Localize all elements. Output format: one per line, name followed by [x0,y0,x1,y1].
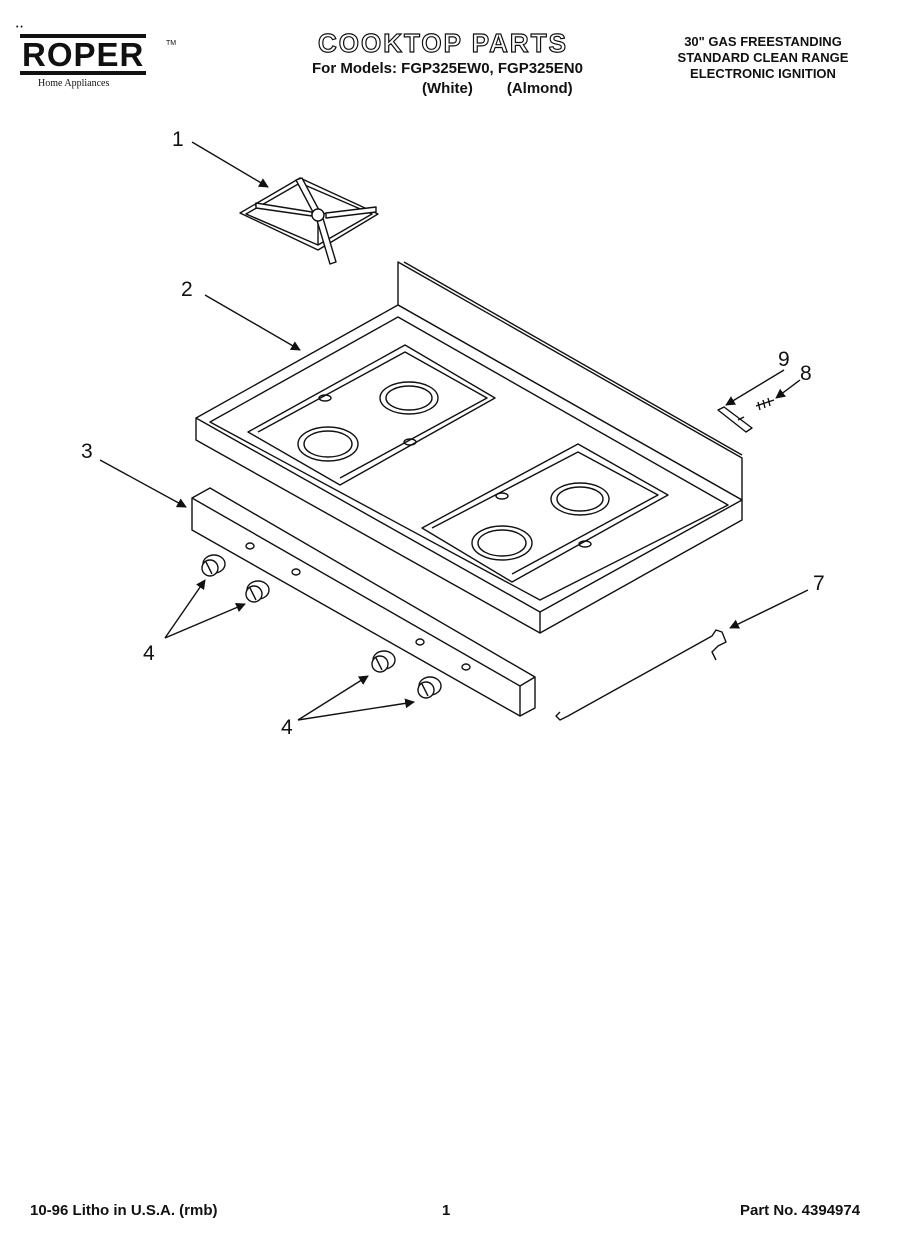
callout-2: 2 [181,278,193,301]
screw [755,397,775,411]
print-info: 10-96 Litho in U.S.A. (rmb) [30,1202,218,1219]
callout-7: 7 [813,572,825,595]
variant-almond: (Almond) [506,80,573,97]
range-description: 30" GAS FREESTANDING STANDARD CLEAN RANG… [663,34,863,82]
page-title: COOKTOP PARTS [317,27,568,58]
burner-grate [239,177,379,265]
control-knobs [201,554,442,699]
trademark-mark: TM [166,40,177,47]
models-line: For Models: FGP325EW0, FGP325EN0 [312,60,583,77]
model-variants: (White) (Almond) [422,80,607,97]
variant-white: (White) [422,80,473,97]
corner-marks: • • [16,24,23,31]
callout-4-right: 4 [281,716,293,739]
callout-4-left: 4 [143,642,155,665]
leader-lines [99,141,809,721]
roper-logo: ROPER TM Home Appliances [20,34,176,89]
cooktop [195,261,743,634]
knob-2 [245,580,270,603]
knob-4 [417,676,442,699]
brand-wordmark: ROPER [20,34,147,75]
range-description-line-1: 30" GAS FREESTANDING [684,34,842,49]
rod [555,629,727,721]
range-description-line-2: STANDARD CLEAN RANGE [677,50,849,65]
control-panel [191,487,536,717]
bracket [717,406,753,433]
part-number: Part No. 4394974 [740,1202,861,1219]
range-description-line-3: ELECTRONIC IGNITION [690,66,836,81]
callout-3: 3 [81,440,93,463]
callout-9: 9 [778,348,790,371]
brand-subtitle: Home Appliances [38,78,110,89]
callout-1: 1 [172,128,184,151]
callout-labels: 1 2 3 4 4 7 8 9 [81,128,825,739]
knob-1 [201,554,226,577]
page-number: 1 [442,1202,451,1219]
callout-8: 8 [800,362,812,385]
knob-3 [371,650,396,673]
